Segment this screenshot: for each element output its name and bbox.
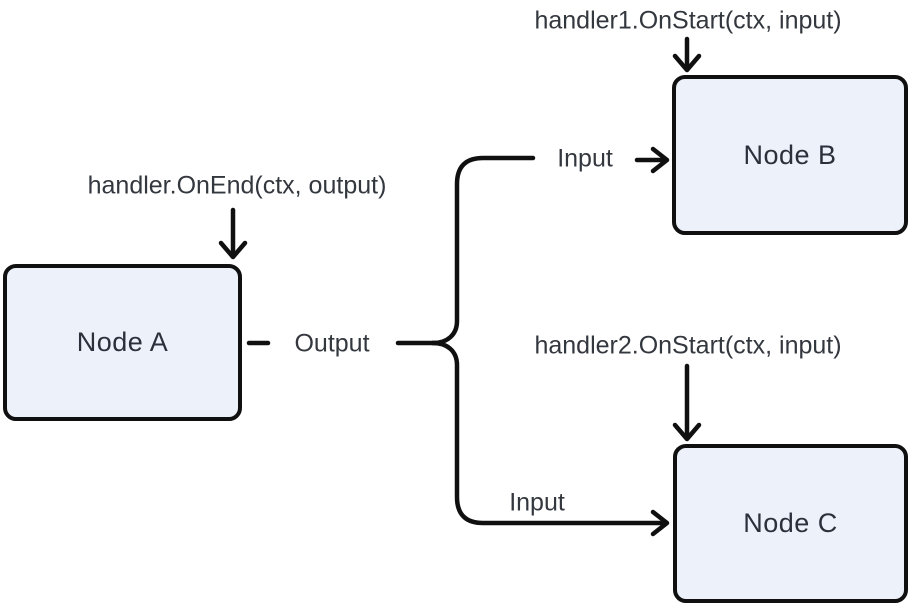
node-b: Node B xyxy=(672,75,908,235)
annotation-onstart2: handler2.OnStart(ctx, input) xyxy=(534,331,842,360)
edge-label-output: Output xyxy=(294,329,370,358)
onstart2-down-arrow-icon xyxy=(672,363,702,442)
onend-down-arrow-icon xyxy=(218,207,248,260)
edge-branch-to-nodeb xyxy=(430,155,536,346)
node-c: Node C xyxy=(673,444,908,603)
input-c-arrow-icon xyxy=(650,509,670,537)
edge-branch-to-nodec xyxy=(430,340,665,526)
node-b-label: Node B xyxy=(743,139,837,170)
onstart1-down-arrow-icon xyxy=(672,36,702,73)
edge-label-input-b: Input xyxy=(557,144,613,173)
edge-label-input-c: Input xyxy=(509,488,565,517)
annotation-onend: handler.OnEnd(ctx, output) xyxy=(87,171,387,200)
input-b-arrow-icon xyxy=(634,146,670,174)
node-c-label: Node C xyxy=(743,508,838,538)
node-a-label: Node A xyxy=(76,327,169,357)
annotation-onstart1: handler1.OnStart(ctx, input) xyxy=(534,6,842,35)
node-a: Node A xyxy=(3,264,242,421)
